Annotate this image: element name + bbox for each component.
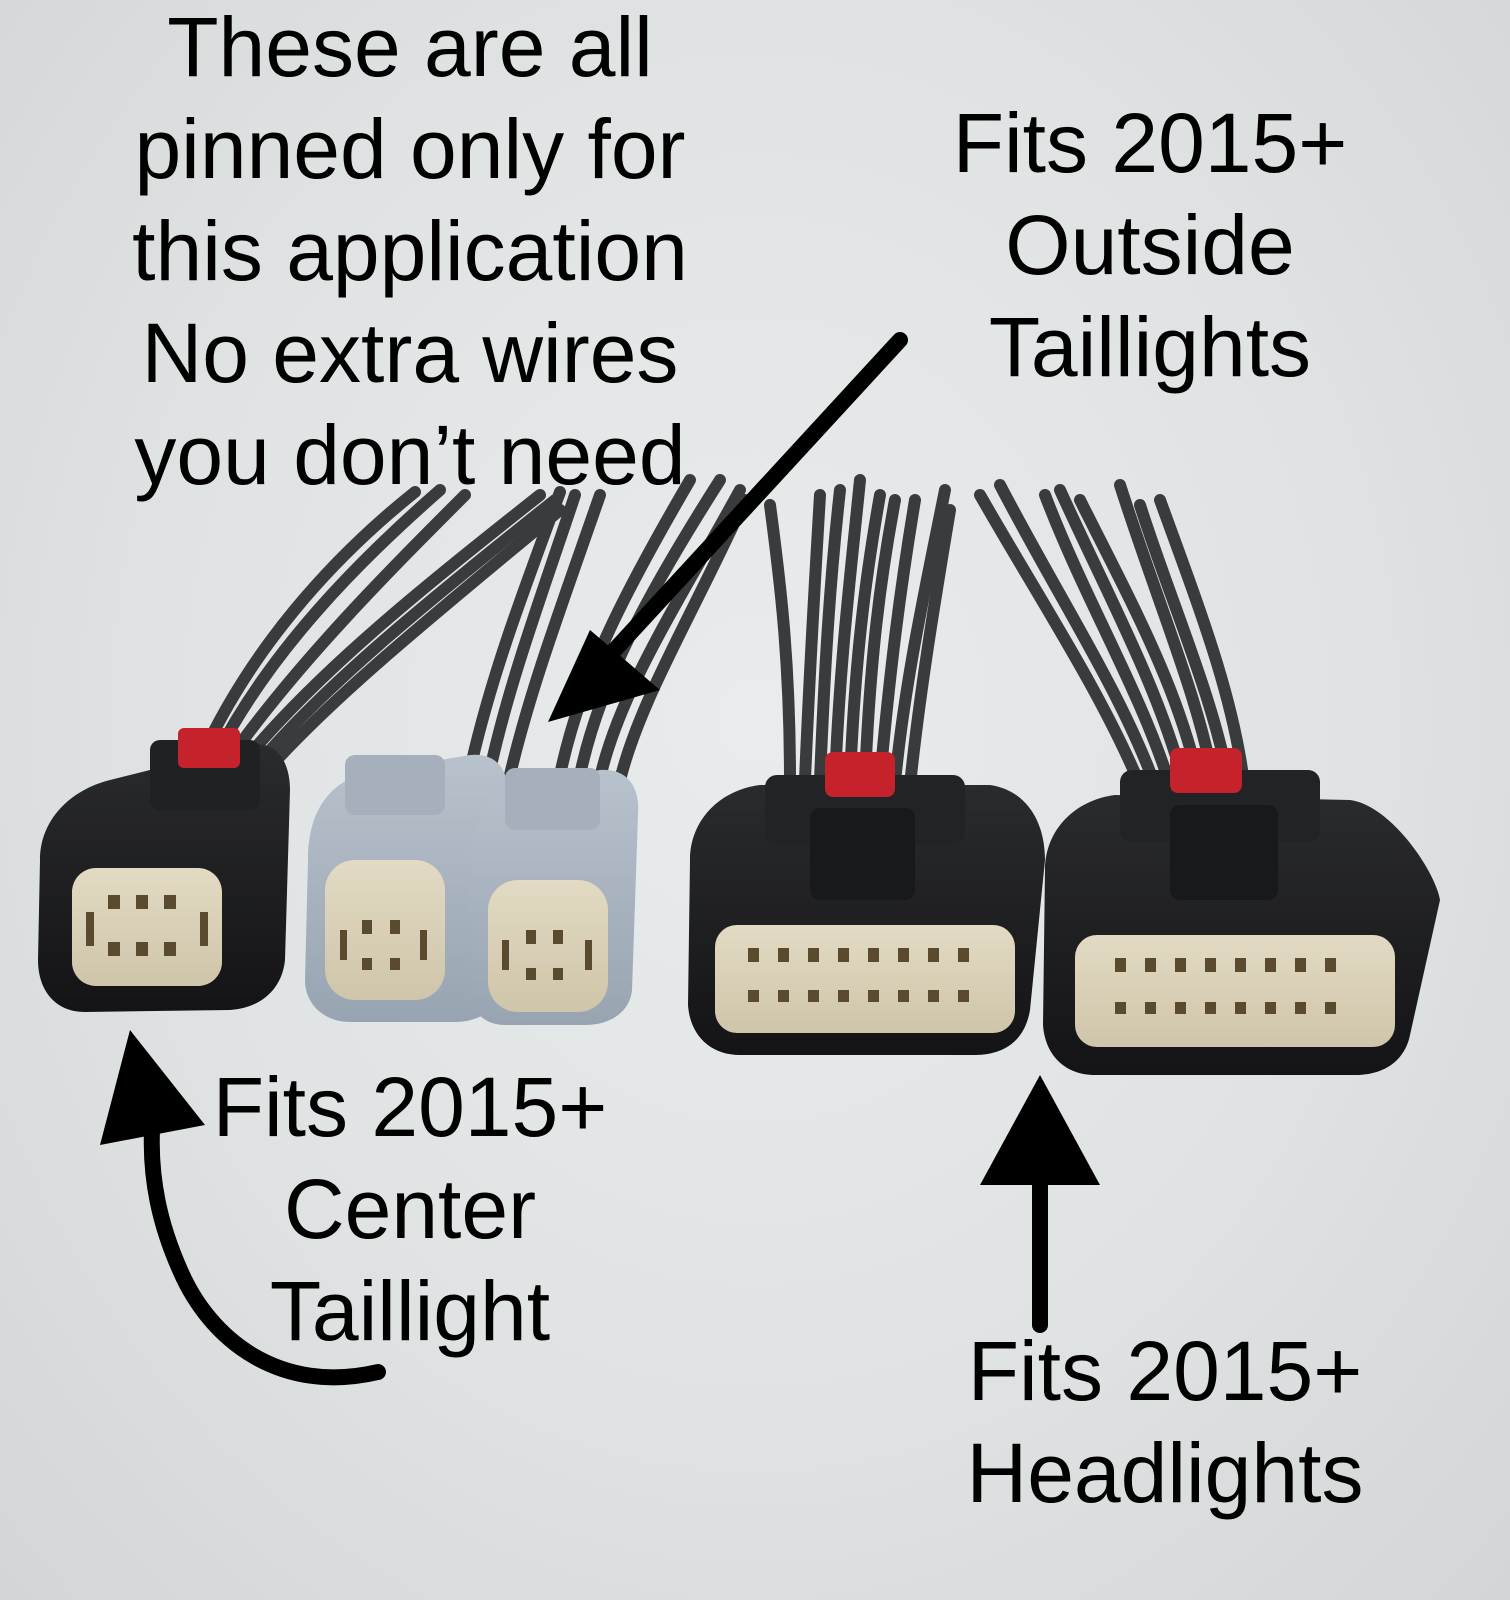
caption-line: Fits 2015+ <box>967 1324 1363 1418</box>
arrow-to-center-taillight <box>100 1030 386 1386</box>
outside-taillight-connector-left <box>305 754 509 1022</box>
arrow-to-headlights <box>980 1075 1100 1333</box>
caption-line: Center <box>283 1162 537 1256</box>
pin-row-top <box>1115 958 1336 972</box>
arrow-to-outside-taillights <box>548 332 908 722</box>
caption-line: Outside <box>1005 198 1295 292</box>
caption-line: you don’t need <box>134 408 686 502</box>
pin-row-bottom <box>748 990 969 1002</box>
caption-line: No extra wires <box>141 306 679 400</box>
latch-red <box>1170 748 1242 793</box>
wire-bundle-headlight-right <box>974 479 1251 798</box>
caption-line: Fits 2015+ <box>212 1060 608 1154</box>
caption-line: Taillight <box>269 1264 551 1358</box>
center-taillight-caption: Fits 2015+ Center Taillight <box>180 1056 640 1362</box>
wire-bundle-center <box>194 484 566 771</box>
pinned-note-caption: These are all pinned only for this appli… <box>90 0 730 506</box>
caption-line: this application <box>132 204 688 298</box>
headlight-connector-left <box>688 752 1045 1055</box>
wire-bundle-headlight-left <box>764 474 956 791</box>
pin-row-top <box>748 948 969 962</box>
outside-taillight-connector-right <box>468 768 639 1025</box>
caption-line: Fits 2015+ <box>952 96 1348 190</box>
headlight-connector-right <box>1043 748 1440 1075</box>
headlights-caption: Fits 2015+ Headlights <box>925 1320 1405 1524</box>
caption-line: Headlights <box>966 1426 1364 1520</box>
latch-red <box>825 752 895 797</box>
latch-red <box>178 728 240 768</box>
caption-line: pinned only for <box>134 102 686 196</box>
caption-line: These are all <box>167 0 653 94</box>
center-taillight-connector <box>38 728 290 1012</box>
caption-line: Taillights <box>988 300 1312 394</box>
pin-row-bottom <box>1115 1002 1336 1014</box>
outside-taillights-caption: Fits 2015+ Outside Taillights <box>920 92 1380 398</box>
